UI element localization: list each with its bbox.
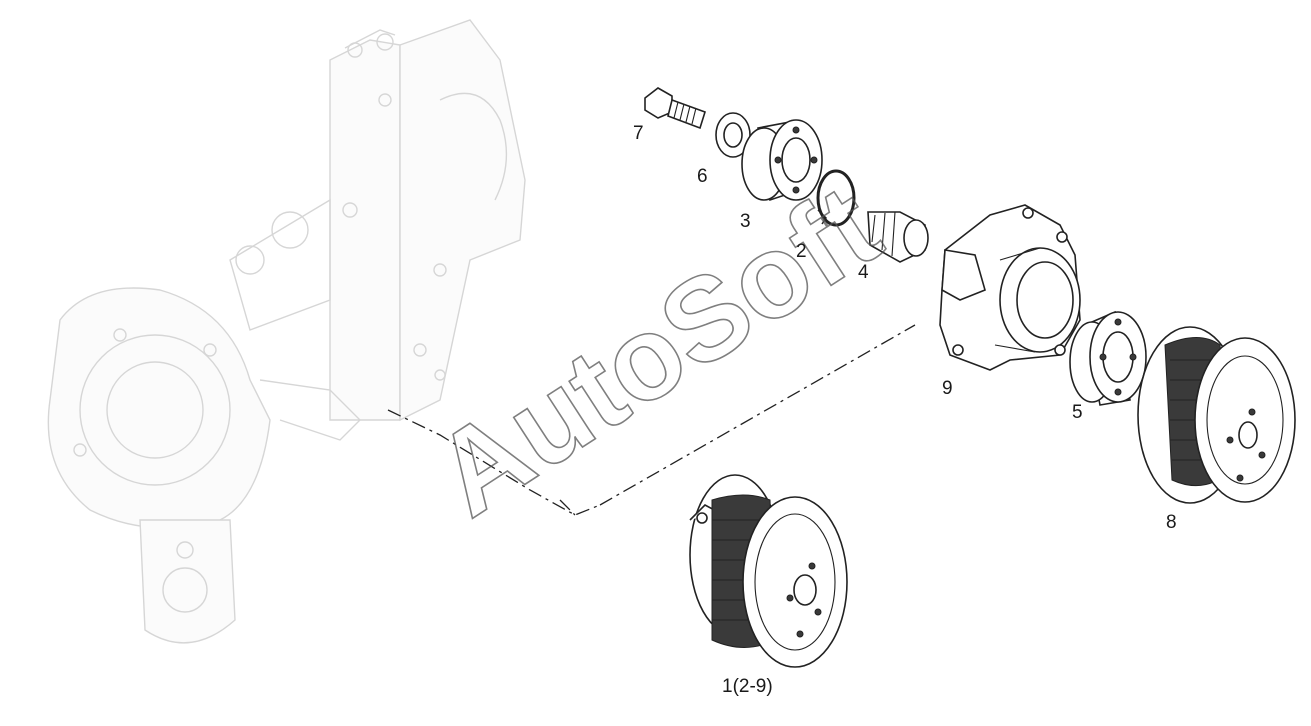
callout-3: 3 <box>740 211 751 232</box>
callout-6: 6 <box>697 166 708 187</box>
callout-8: 8 <box>1166 512 1177 533</box>
part-pulley-assembly <box>689 474 848 668</box>
callout-9: 9 <box>942 378 953 399</box>
engine-block-ghost <box>47 19 526 644</box>
part-snap-ring <box>816 169 856 227</box>
part-bearing-5 <box>1069 310 1147 406</box>
part-bearing-3 <box>741 119 823 202</box>
callout-4: 4 <box>858 262 869 283</box>
callout-5: 5 <box>1072 402 1083 423</box>
part-bolt <box>644 87 706 130</box>
callout-1: 1(2-9) <box>722 676 773 697</box>
part-washer <box>715 112 751 158</box>
callout-2: 2 <box>796 241 807 262</box>
part-pulley-8 <box>1137 326 1296 504</box>
part-housing <box>939 204 1081 371</box>
assembly-line <box>387 324 916 516</box>
part-shaft <box>867 211 929 263</box>
callout-7: 7 <box>633 123 644 144</box>
